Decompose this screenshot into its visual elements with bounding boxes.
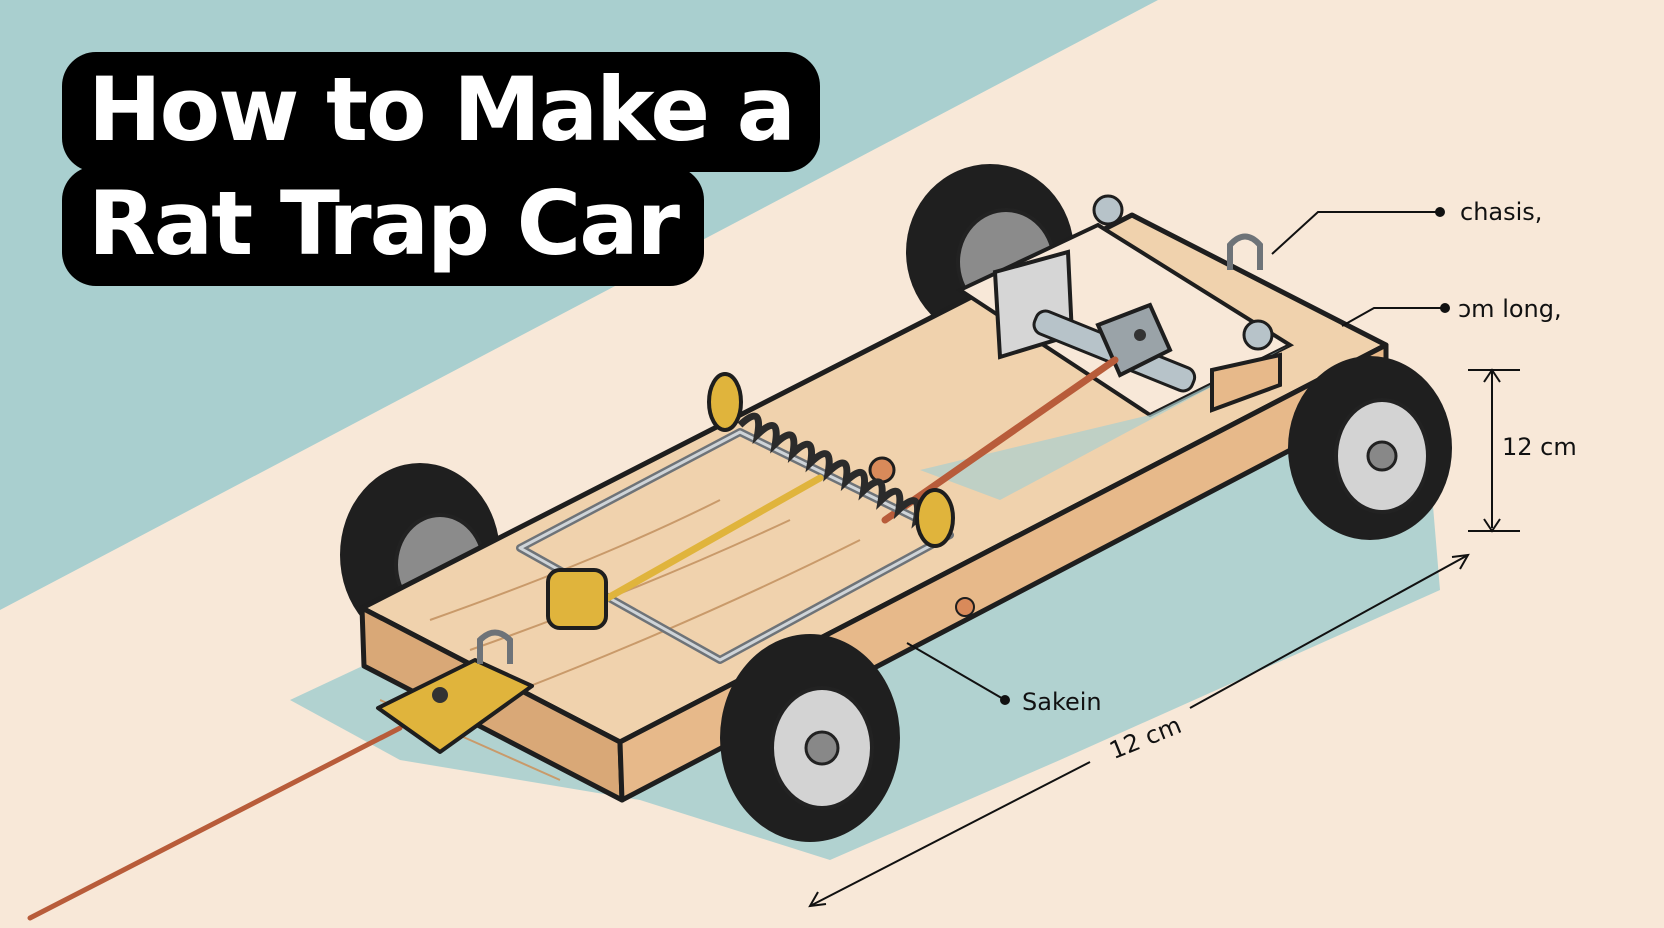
callout-lines <box>808 207 1520 908</box>
rear-right-wheel <box>1288 356 1452 540</box>
lever-string <box>881 356 1119 524</box>
page-title-line-2: Rat Trap Car <box>62 166 704 286</box>
base-label: Sakein <box>1022 688 1102 716</box>
rat-trap-mechanism <box>516 372 955 664</box>
page-title-line-1: How to Make a <box>62 52 821 172</box>
chassis-label: chasis, <box>1460 198 1543 226</box>
string-anchor <box>868 456 896 484</box>
front-right-wheel <box>720 634 900 842</box>
height-label: 12 cm <box>1502 433 1577 461</box>
bolt-icon <box>1242 319 1274 351</box>
title-block: How to Make a Rat Trap Car <box>62 52 821 286</box>
rear-axle-assembly <box>992 249 1282 413</box>
bolt-icon <box>1092 194 1124 226</box>
rear-hook <box>1227 233 1263 270</box>
pull-string-icon <box>27 725 403 921</box>
body-screw <box>955 597 975 617</box>
front-hook <box>376 629 534 754</box>
length-label: ɔm long, <box>1458 295 1562 323</box>
spring-icon <box>737 412 939 529</box>
